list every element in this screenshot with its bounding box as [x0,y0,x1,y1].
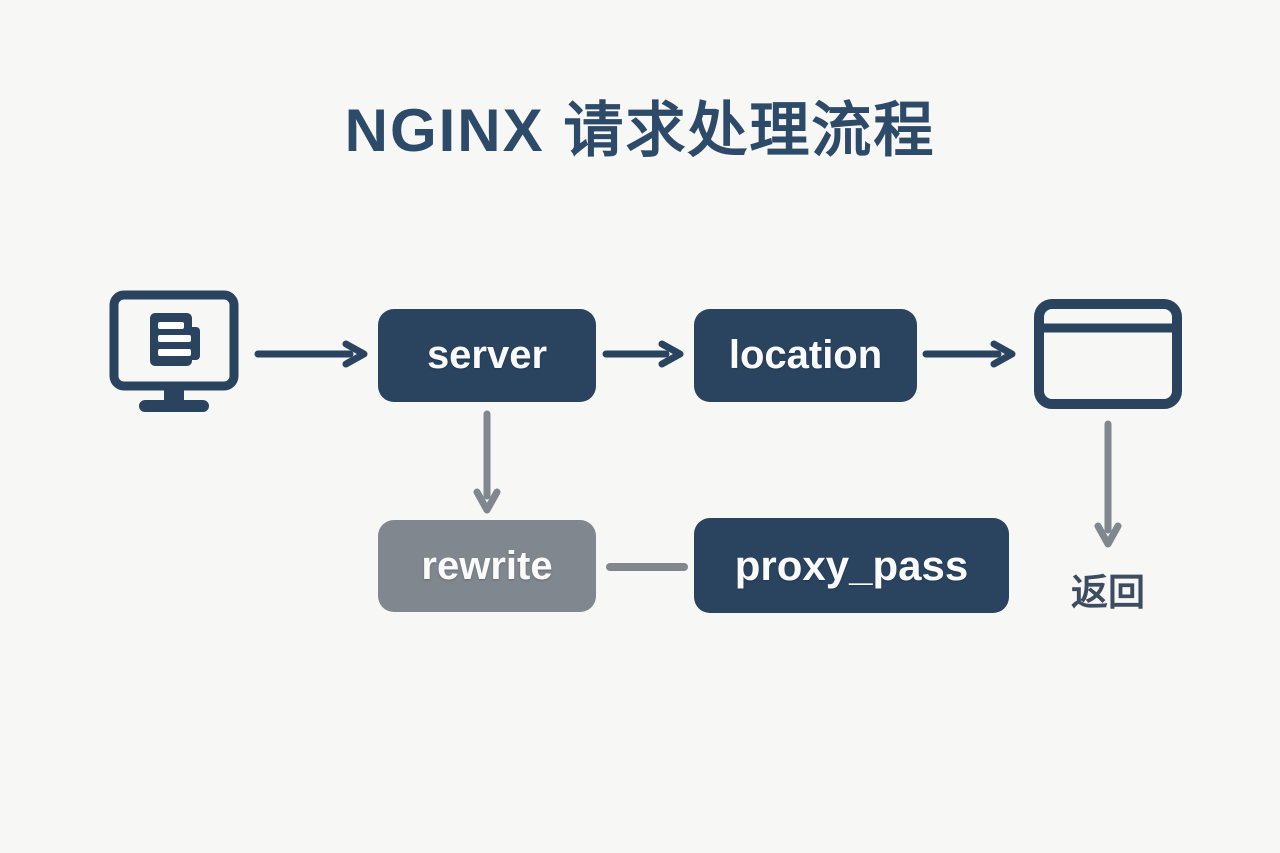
node-server-label: server [426,333,548,377]
node-proxy-pass-label: proxy_pass [734,541,969,589]
arrow-server-to-location [602,340,684,368]
arrow-client-to-server [254,340,368,368]
page-title: NGINX 请求处理流程 [344,97,936,164]
node-rewrite-label: rewrite [421,543,553,588]
browser-window-icon [1034,299,1182,409]
browser-window-icon-svg [1034,299,1182,409]
arrow-response-to-return [1094,420,1122,548]
monitor-document-icon-svg [109,290,239,412]
arrow-location-to-response [922,340,1016,368]
connector-rewrite-to-proxy-pass [606,563,688,571]
return-label: 返回 [1071,572,1145,613]
node-rewrite: rewrite [378,520,596,612]
node-location-label: location [728,333,883,377]
node-location: location [694,309,917,402]
arrow-server-to-rewrite [473,410,501,514]
monitor-document-icon [108,290,240,416]
node-server: server [378,309,596,402]
node-proxy-pass: proxy_pass [694,518,1009,613]
